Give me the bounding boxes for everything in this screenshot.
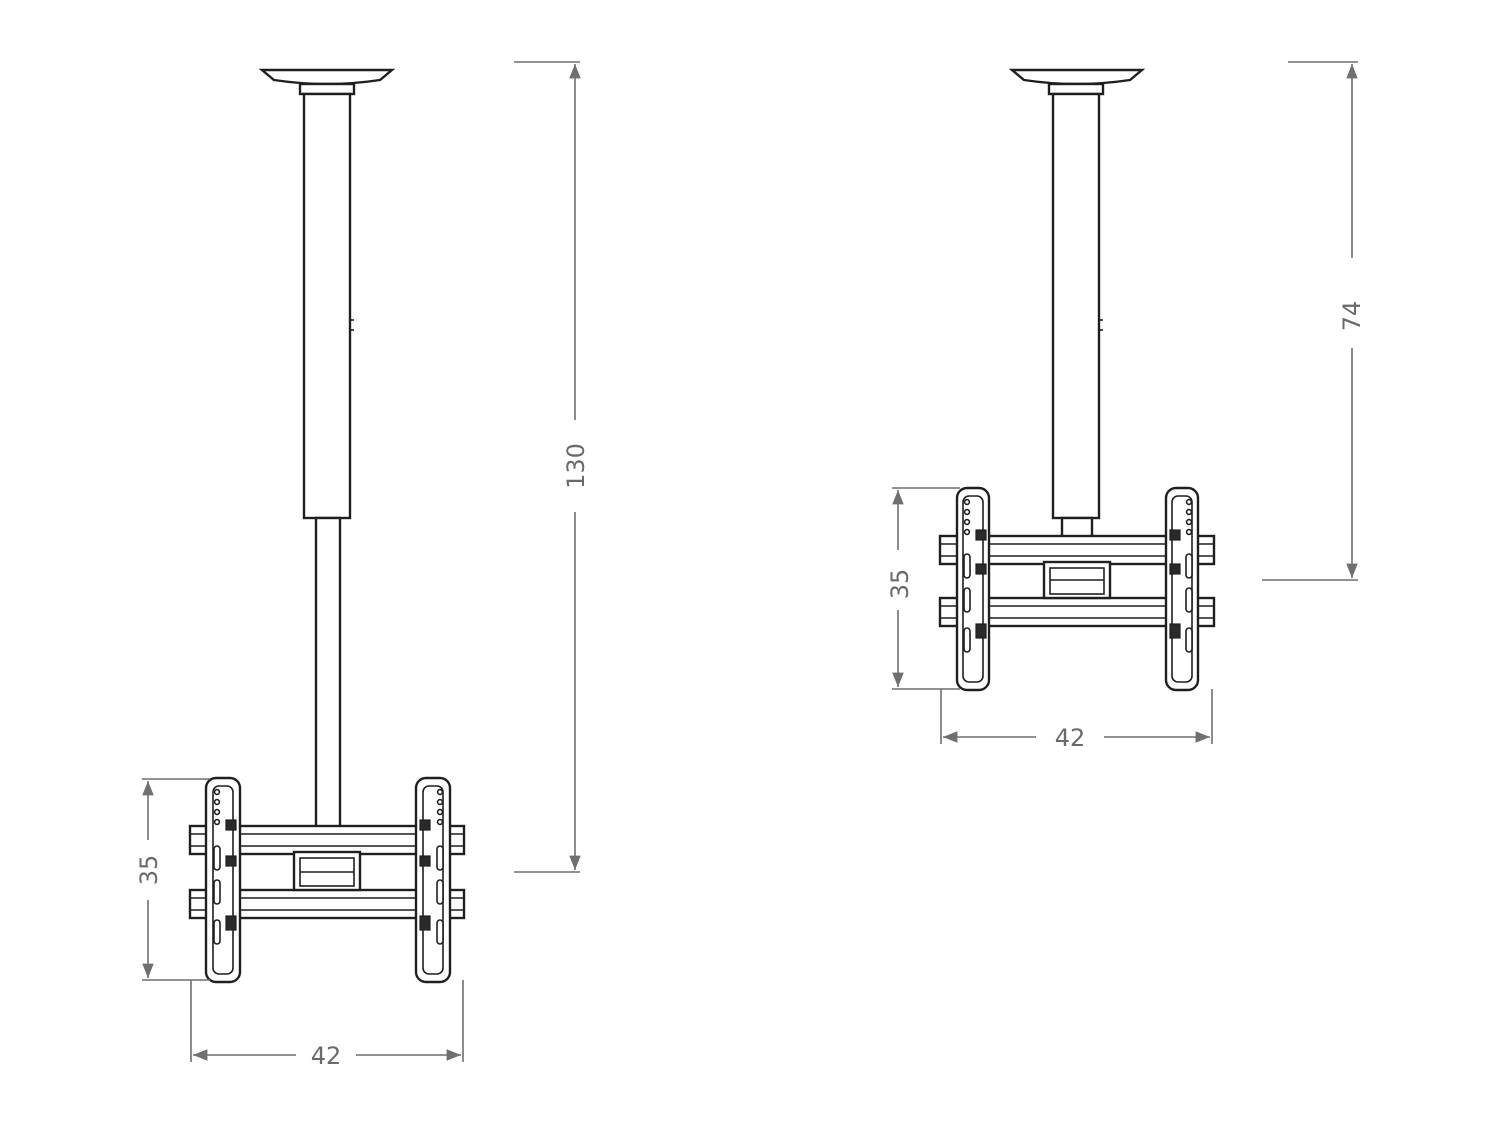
extended-mount-view: 130 35 42	[135, 61, 590, 1070]
hole-column	[963, 498, 971, 653]
dimension-bracket-width: 42	[190, 980, 464, 1070]
ceiling-plate	[258, 68, 396, 86]
dimension-label-height: 74	[1338, 301, 1366, 332]
tv-bracket	[188, 776, 466, 984]
dimension-label-bracket-width: 42	[1055, 724, 1086, 752]
retracted-mount-view: 74 35 42	[886, 61, 1366, 752]
hole-column	[1185, 498, 1193, 653]
dimension-height: 130	[514, 61, 590, 873]
dimension-label-bracket-width: 42	[311, 1042, 342, 1070]
dimension-label-bracket-height: 35	[135, 855, 163, 886]
dimension-height: 74	[1262, 61, 1366, 581]
ceiling-plate	[1008, 68, 1146, 86]
hole-column	[436, 788, 444, 945]
upper-pole	[298, 82, 356, 520]
dimension-bracket-width: 42	[940, 689, 1213, 752]
dimension-label-bracket-height: 35	[886, 569, 914, 600]
dimension-bracket-height: 35	[886, 487, 960, 690]
upper-pole	[1047, 82, 1105, 520]
lower-pole	[314, 516, 342, 830]
tv-bracket	[938, 486, 1216, 692]
hole-column	[213, 788, 221, 945]
dimension-bracket-height: 35	[135, 778, 210, 981]
dimension-label-height: 130	[562, 443, 590, 489]
